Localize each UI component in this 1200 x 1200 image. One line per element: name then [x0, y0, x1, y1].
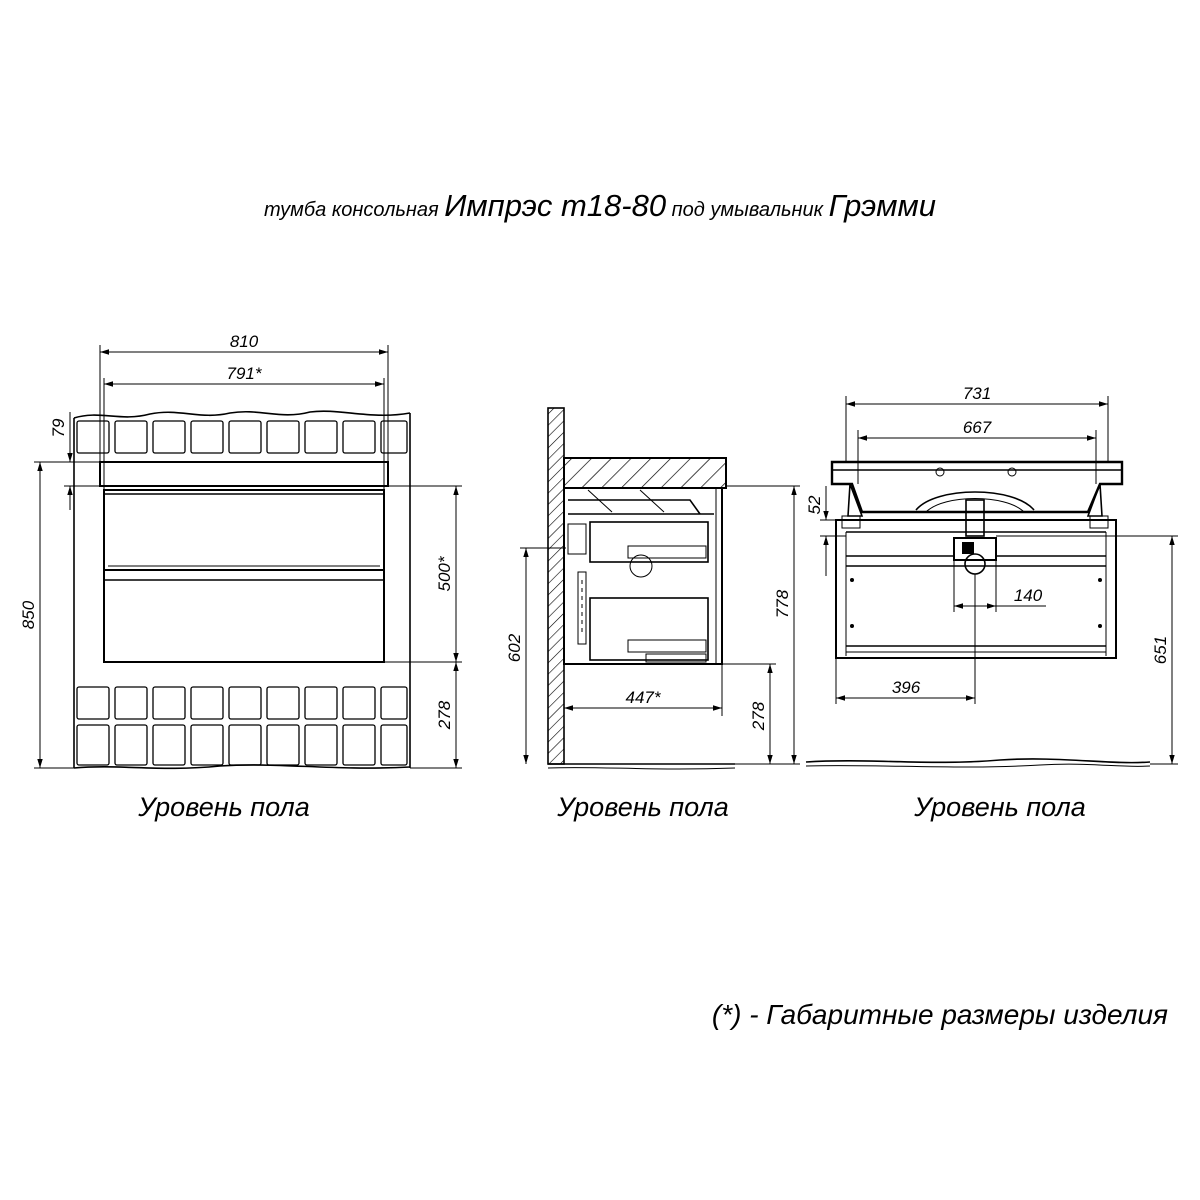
wall-tile [342, 420, 376, 454]
wall-tile [114, 686, 148, 720]
front-drawer-lower [103, 569, 385, 663]
wall-tile [76, 420, 110, 454]
wall-tile [152, 724, 186, 766]
wall-tile [342, 686, 376, 720]
wall-tile [190, 420, 224, 454]
dim-back-drain-height: 651 [1151, 636, 1170, 664]
dim-back-drain-width: 140 [1014, 586, 1043, 605]
dim-total-width: 810 [230, 332, 259, 351]
wall-tile [152, 686, 186, 720]
wall-tile [228, 686, 262, 720]
footnote-overall-dimensions: (*) - Габаритные размеры изделия [712, 999, 1168, 1030]
wall-tile [266, 686, 300, 720]
dim-back-outer-width: 731 [963, 384, 991, 403]
wall-tile [114, 420, 148, 454]
wall-tile [342, 724, 376, 766]
back-view: 731 667 52 140 396 651 Уровень пола [805, 384, 1178, 822]
dim-top-thickness: 79 [49, 418, 68, 437]
wall-tile [304, 420, 338, 454]
wall-tile [190, 724, 224, 766]
dim-body-width: 791* [227, 364, 263, 383]
wall-tile [266, 724, 300, 766]
drawing-title: тумба консольная Импрэс т18-80 под умыва… [264, 188, 936, 223]
dim-floor-gap: 278 [435, 700, 454, 730]
side-countertop [563, 457, 727, 489]
side-wall [547, 407, 565, 765]
wall-tile [152, 420, 186, 454]
wall-tile [228, 724, 262, 766]
side-view: 602 447* 278 778 Уровень пола [505, 407, 800, 822]
wall-tile [76, 724, 110, 766]
wall-tile [380, 686, 408, 720]
dim-side-floor-gap: 278 [749, 701, 768, 731]
floor-level-label-front: Уровень пола [137, 792, 310, 822]
tile-wall [73, 410, 411, 770]
dim-total-height: 850 [19, 600, 38, 629]
side-cabinet-body [563, 487, 723, 665]
dim-side-lower-height: 602 [505, 633, 524, 662]
wall-tile [304, 724, 338, 766]
dim-back-drain-offset: 396 [892, 678, 921, 697]
back-cabinet-body [835, 519, 1117, 659]
wall-tile [380, 420, 408, 454]
dim-back-top-offset: 52 [805, 495, 824, 514]
drain-siphon [953, 537, 997, 561]
front-drawer-upper [103, 489, 385, 571]
floor-level-label-back: Уровень пола [913, 792, 1086, 822]
dim-body-height: 500* [435, 555, 454, 591]
floor-level-label-side: Уровень пола [556, 792, 729, 822]
front-view: 810 791* 79 850 500* 278 Уровень пола [19, 332, 462, 822]
wall-tile [304, 686, 338, 720]
wall-tile [114, 724, 148, 766]
dim-side-depth: 447* [626, 688, 662, 707]
front-cabinet-top [99, 461, 389, 487]
dim-back-inner-width: 667 [963, 418, 992, 437]
wall-tile [190, 686, 224, 720]
dim-side-total-height: 778 [773, 589, 792, 618]
wall-tile [266, 420, 300, 454]
wall-tile [228, 420, 262, 454]
wall-tile [380, 724, 408, 766]
wall-tile [76, 686, 110, 720]
